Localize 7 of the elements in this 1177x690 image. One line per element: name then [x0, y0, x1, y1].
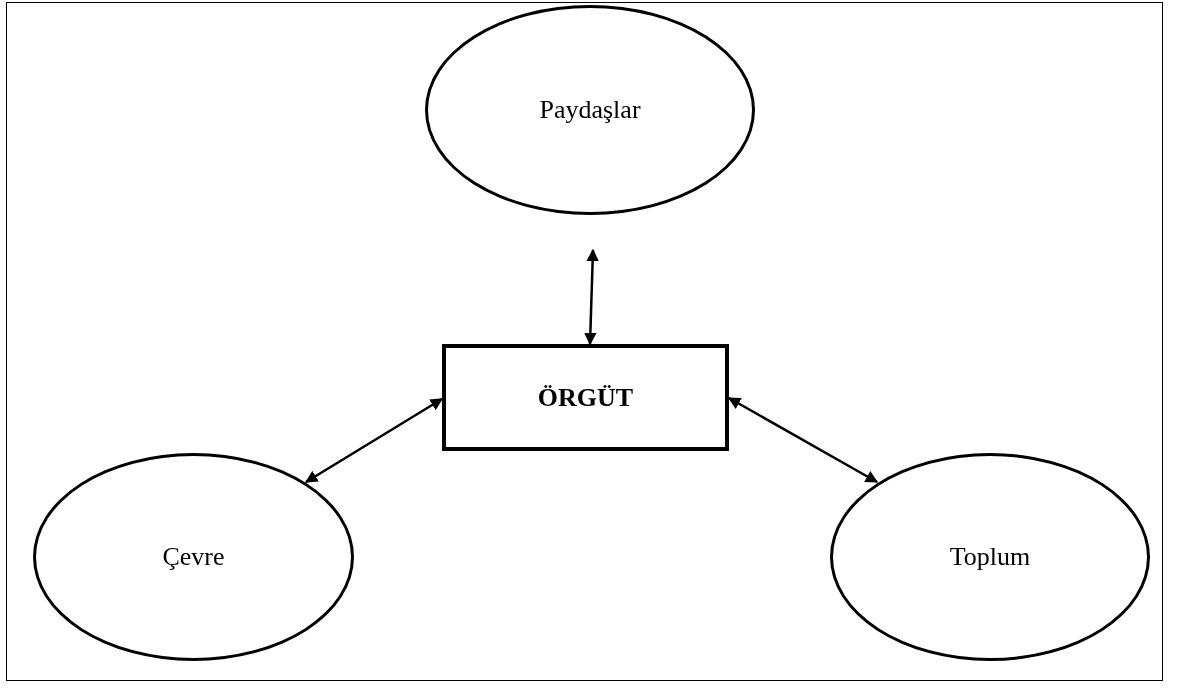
node-label: Toplum [949, 542, 1031, 572]
node-label: Çevre [162, 542, 225, 572]
process-box [442, 344, 729, 451]
double-arrow [584, 248, 599, 346]
node-label: ÖRGÜT [537, 382, 634, 413]
node-label: Paydaşlar [539, 95, 641, 125]
double-arrow [304, 397, 444, 484]
